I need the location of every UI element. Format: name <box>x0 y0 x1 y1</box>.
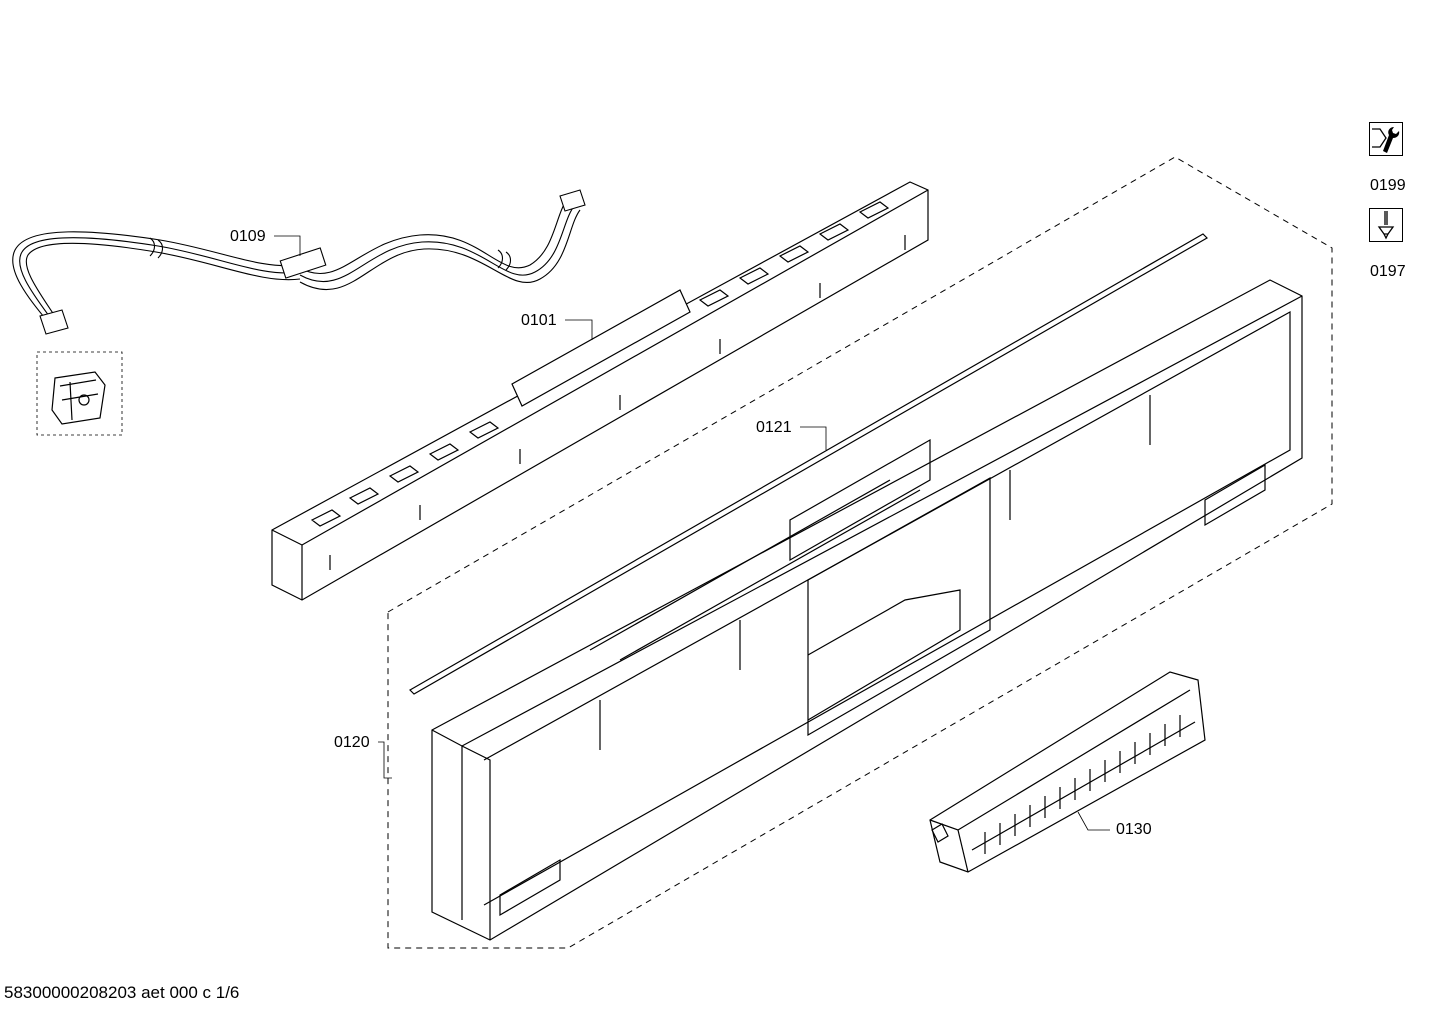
screwdriver-icon <box>1369 208 1403 242</box>
front-panel-frame <box>431 279 1303 941</box>
leader-0130 <box>1077 811 1110 831</box>
tool-label-0199: 0199 <box>1370 177 1406 194</box>
light-guide-rod <box>409 233 1208 695</box>
control-module <box>271 181 929 601</box>
part-label-0120: 0120 <box>334 734 370 751</box>
part-label-0121: 0121 <box>756 419 792 436</box>
cable-harness <box>12 189 586 335</box>
part-label-0109: 0109 <box>230 228 266 245</box>
leader-0120 <box>378 741 392 779</box>
part-label-0130: 0130 <box>1116 821 1152 838</box>
leader-0101 <box>565 319 593 340</box>
wrench-icon <box>1369 122 1403 156</box>
leader-0121 <box>800 426 827 450</box>
part-label-0101: 0101 <box>521 312 557 329</box>
assembly-dashed-outline <box>387 156 1333 949</box>
tool-label-0197: 0197 <box>1370 263 1406 280</box>
inset-detail <box>36 351 123 436</box>
leader-0109 <box>274 235 301 256</box>
document-id: 58300000208203 aet 000 c 1/6 <box>4 983 240 1002</box>
operating-cover <box>929 671 1206 873</box>
